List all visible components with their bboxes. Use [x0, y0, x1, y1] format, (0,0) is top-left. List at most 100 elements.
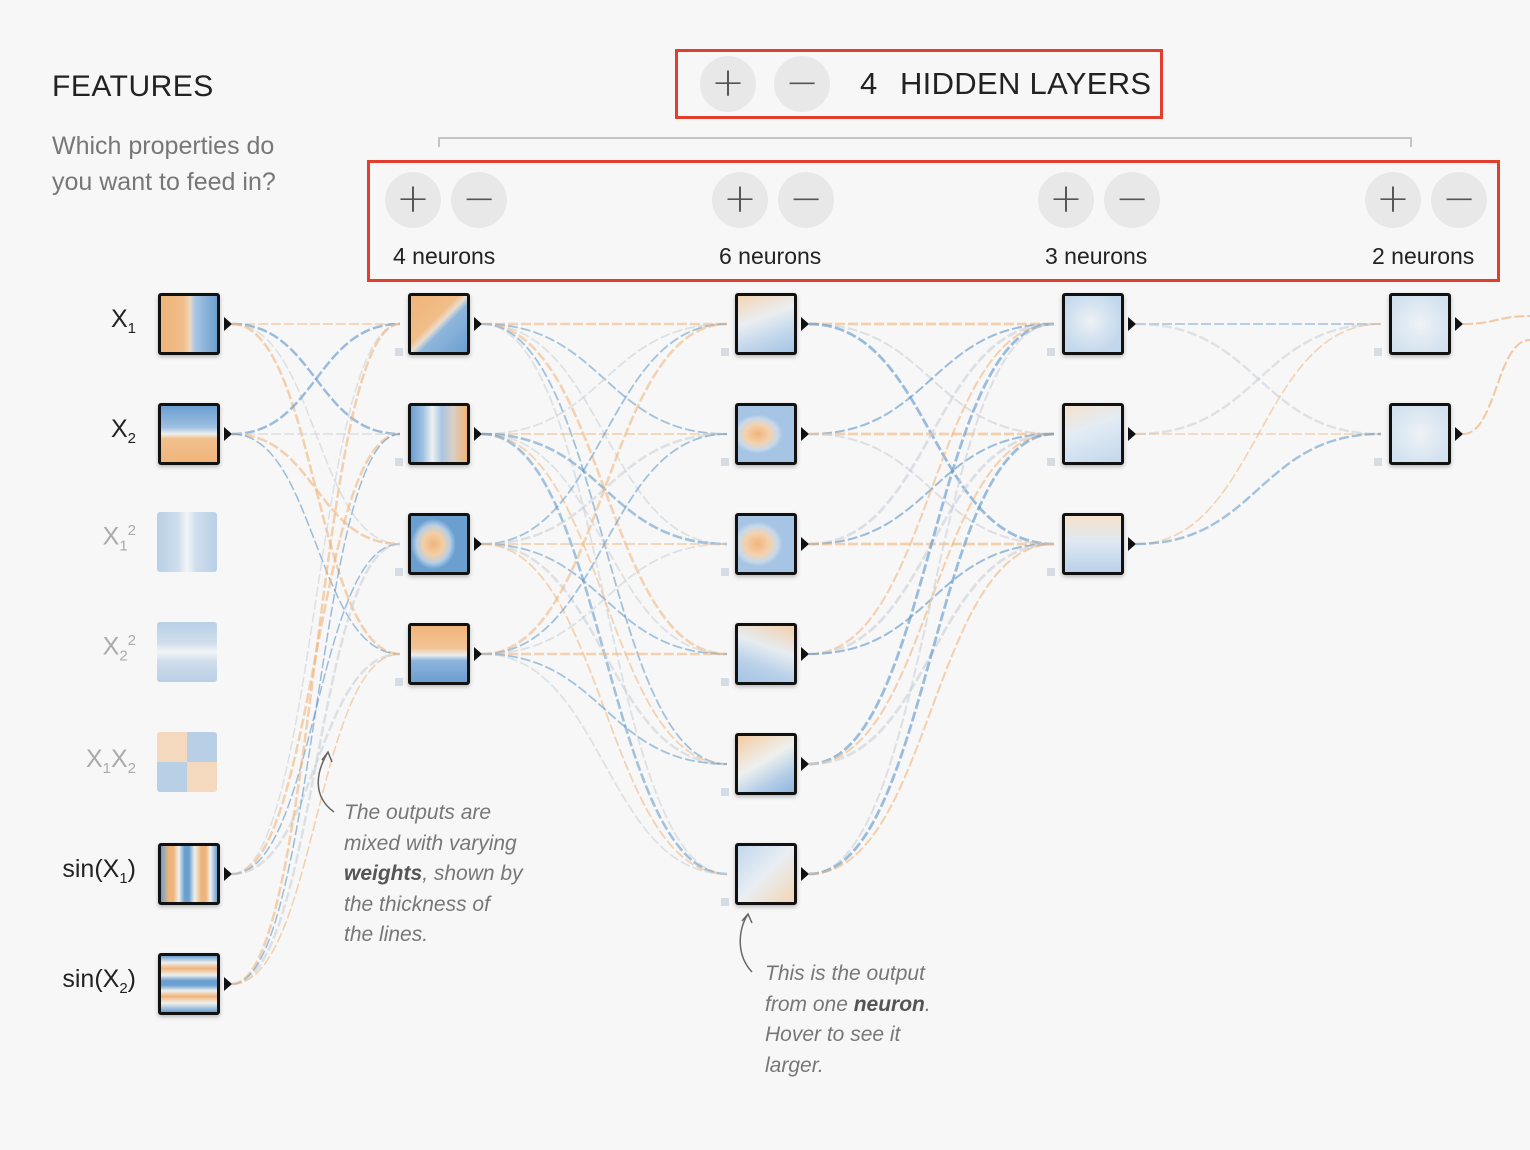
neuron-l2-3-output-arrow [801, 537, 809, 551]
link-feature-4-to-l1-3 [231, 542, 401, 986]
neuron-annotation-line-2: from one neuron. [765, 990, 985, 1021]
add-neuron-button-layer-4[interactable]: + [1365, 172, 1421, 228]
feature-x1[interactable] [158, 293, 220, 355]
bias-l4-1[interactable] [1374, 348, 1382, 356]
neuron-l2-1[interactable] [735, 293, 797, 355]
bias-l4-2[interactable] [1374, 458, 1382, 466]
neuron-annotation-pointer [739, 912, 753, 973]
neuron-l2-2[interactable] [735, 403, 797, 465]
add-neuron-button-layer-2[interactable]: + [712, 172, 768, 228]
neurons-controls-highlight [367, 160, 1500, 282]
remove-neuron-button-layer-1[interactable]: − [451, 172, 507, 228]
neuron-l3-2[interactable] [1062, 403, 1124, 465]
feature-label-sin-x2: sin(X2) [62, 965, 136, 997]
neuron-l1-4-output-arrow [474, 647, 482, 661]
neuron-l2-4[interactable] [735, 623, 797, 685]
neuron-l1-3-output-arrow [474, 537, 482, 551]
neuron-l1-1-output-arrow [474, 317, 482, 331]
add-layer-button[interactable]: + [700, 56, 756, 112]
feature-x2-squared[interactable] [157, 622, 217, 682]
neuron-l3-1[interactable] [1062, 293, 1124, 355]
weights-annotation-pointer [317, 750, 335, 813]
feature-x1x2[interactable] [157, 732, 217, 792]
bias-l3-3[interactable] [1047, 568, 1055, 576]
hidden-layers-label: HIDDEN LAYERS [900, 66, 1152, 101]
neuron-keyword: neuron [853, 992, 925, 1016]
feature-label-x2: X2 [110, 415, 136, 447]
feature-sin-x1[interactable] [158, 843, 220, 905]
feature-x1-squared[interactable] [157, 512, 217, 572]
link-feature-3-to-l1-2 [231, 432, 401, 876]
feature-sin-x2-output-arrow [224, 977, 232, 991]
neuron-l2-5-output-arrow [801, 757, 809, 771]
link-l4-2-to-output [1462, 339, 1530, 435]
neuron-count-layer-4: 2 neurons [1372, 243, 1475, 269]
link-feature-3-to-l1-4 [231, 652, 401, 876]
neuron-l1-4[interactable] [408, 623, 470, 685]
remove-layer-button[interactable]: − [774, 56, 830, 112]
link-feature-2-to-l1-4 [231, 433, 401, 655]
remove-neuron-button-layer-4[interactable]: − [1431, 172, 1487, 228]
neuron-l2-4-output-arrow [801, 647, 809, 661]
link-l2-4-to-l3-1 [808, 323, 1055, 655]
weights-annotation-line-3: weights, shown by [344, 859, 564, 890]
bias-l2-5[interactable] [721, 788, 729, 796]
neuron-l2-2-output-arrow [801, 427, 809, 441]
neuron-l4-2[interactable] [1389, 403, 1451, 465]
bias-l3-2[interactable] [1047, 458, 1055, 466]
link-l3-2-to-l4-1 [1135, 322, 1382, 436]
weights-annotation-line-1: The outputs are [344, 801, 492, 824]
neuron-count-layer-3: 3 neurons [1045, 243, 1148, 269]
neuron-annotation-line-3: Hover to see it [765, 1023, 901, 1046]
neuron-count-layer-1: 4 neurons [393, 243, 496, 269]
neuron-l3-2-output-arrow [1128, 427, 1136, 441]
link-l1-4-to-l2-5 [481, 653, 728, 765]
neuron-l2-6[interactable] [735, 843, 797, 905]
neuron-count-layer-2: 6 neurons [719, 243, 822, 269]
neuron-l2-3[interactable] [735, 513, 797, 575]
bias-l2-2[interactable] [721, 458, 729, 466]
link-l1-4-to-l2-2 [481, 433, 728, 655]
feature-label-x1x2: X1X2 [85, 745, 136, 777]
feature-label-x1: X1 [110, 305, 136, 337]
neuron-annotation: This is the output from one neuron. Hove… [765, 959, 985, 1081]
add-neuron-button-layer-1[interactable]: + [385, 172, 441, 228]
link-l1-4-to-l2-6 [481, 653, 728, 875]
neuron-l1-2[interactable] [408, 403, 470, 465]
bias-l1-1[interactable] [395, 348, 403, 356]
bias-l2-4[interactable] [721, 678, 729, 686]
bias-l3-1[interactable] [1047, 348, 1055, 356]
neuron-l2-5[interactable] [735, 733, 797, 795]
bias-l1-4[interactable] [395, 678, 403, 686]
add-neuron-button-layer-3[interactable]: + [1038, 172, 1094, 228]
weights-annotation-line-2: mixed with varying [344, 831, 517, 855]
bias-l2-1[interactable] [721, 348, 729, 356]
neuron-l3-3[interactable] [1062, 513, 1124, 575]
feature-label-sin-x1: sin(X1) [62, 855, 136, 887]
remove-neuron-button-layer-3[interactable]: − [1104, 172, 1160, 228]
feature-x2[interactable] [158, 403, 220, 465]
hidden-layers-highlight [675, 49, 1163, 119]
link-feature-3-to-l1-3 [231, 543, 401, 875]
bias-l1-2[interactable] [395, 458, 403, 466]
link-l2-2-to-l3-1 [808, 323, 1055, 435]
feature-sin-x1-output-arrow [224, 867, 232, 881]
link-l2-6-to-l3-2 [808, 432, 1055, 876]
remove-neuron-button-layer-2[interactable]: − [778, 172, 834, 228]
link-l3-3-to-l4-2 [1135, 432, 1382, 546]
feature-label-x1-squared: X12 [102, 522, 136, 555]
bias-l2-3[interactable] [721, 568, 729, 576]
feature-sin-x2[interactable] [158, 953, 220, 1015]
neuron-l1-1[interactable] [408, 293, 470, 355]
neuron-l2-6-output-arrow [801, 867, 809, 881]
neuron-l1-3[interactable] [408, 513, 470, 575]
link-l1-4-to-l2-3 [481, 543, 728, 655]
neuron-l4-1[interactable] [1389, 293, 1451, 355]
hidden-layers-count: 4 [860, 66, 878, 101]
link-l2-5-to-l3-1 [808, 322, 1055, 766]
neuron-annotation-line-4: larger. [765, 1053, 824, 1077]
neuron-l4-2-output-arrow [1455, 427, 1463, 441]
bias-l1-3[interactable] [395, 568, 403, 576]
bias-l2-6[interactable] [721, 898, 729, 906]
neuron-annotation-line-2-post: . [924, 992, 931, 1016]
